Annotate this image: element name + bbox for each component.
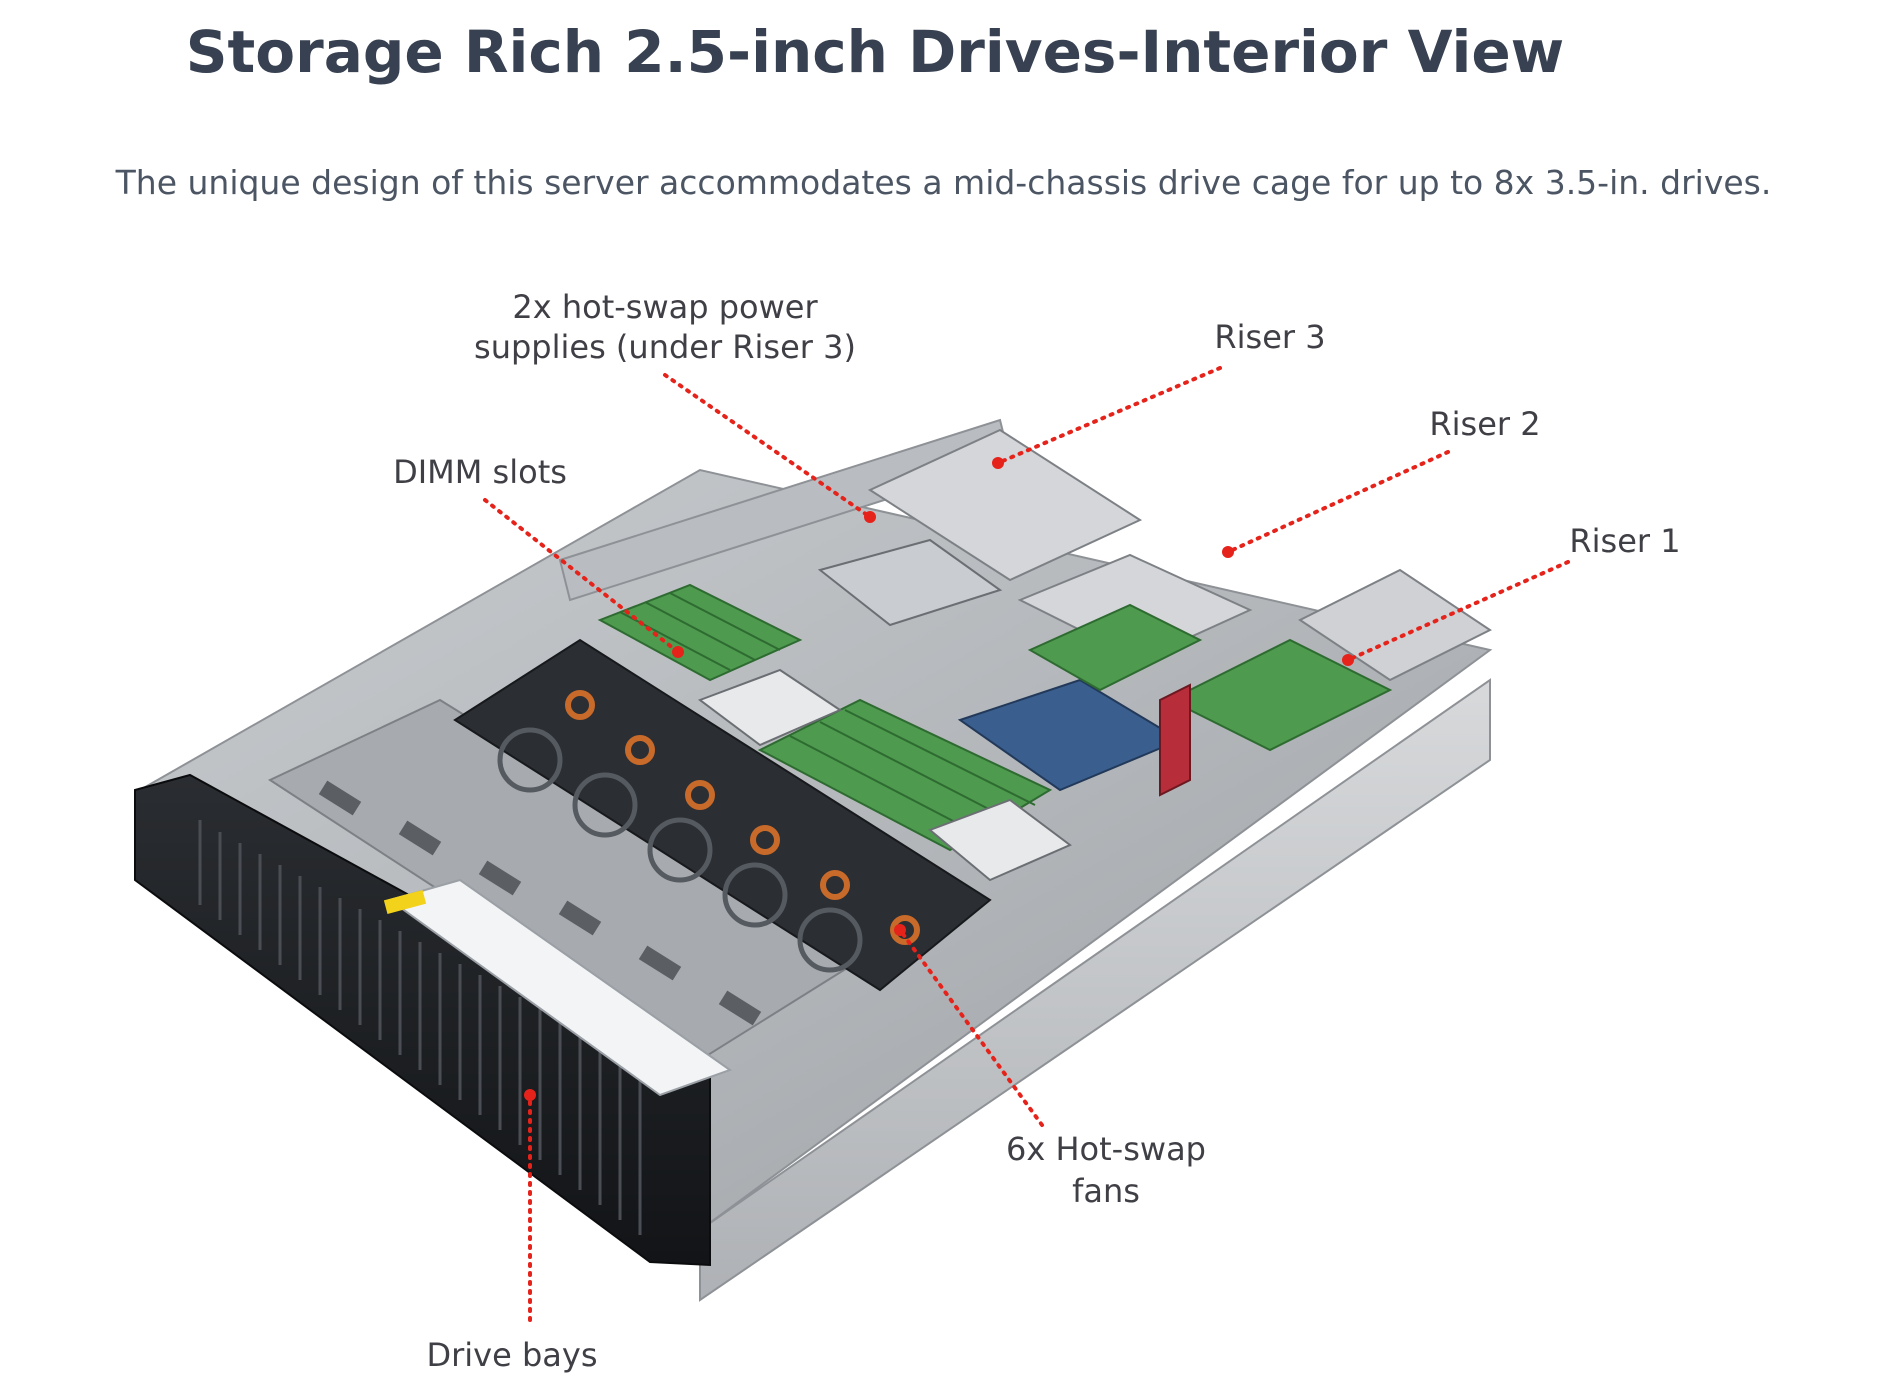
callout-fans-line2: fans <box>1072 1172 1140 1210</box>
rear-io <box>1298 568 1492 682</box>
cpu-heatsink-1 <box>697 668 843 747</box>
callout-dimm: DIMM slots <box>393 453 567 491</box>
dimm-stripes <box>619 592 1036 836</box>
leader-riser3 <box>996 366 1222 465</box>
riser3-cage <box>867 428 1143 582</box>
server-chassis <box>134 418 1493 1302</box>
drive-bay-slots <box>198 820 642 1235</box>
callout-drive-bays: Drive bays <box>426 1336 597 1374</box>
endpoint-riser2 <box>1222 546 1234 558</box>
leader-lines <box>483 366 1570 1322</box>
riser1-card <box>1167 638 1393 752</box>
psu-block <box>817 538 1003 627</box>
endpoint-dimm <box>672 646 684 658</box>
endpoint-power-supplies <box>864 511 876 523</box>
riser2-card <box>1027 603 1203 692</box>
page-title: Storage Rich 2.5-inch Drives-Interior Vi… <box>185 18 1565 86</box>
drive-latches <box>318 780 762 1026</box>
service-label <box>387 878 733 1097</box>
fan-handles <box>565 690 920 945</box>
endpoint-riser3 <box>992 457 1004 469</box>
callout-riser1: Riser 1 <box>1569 522 1680 560</box>
leader-riser1 <box>1346 560 1570 662</box>
fan-rotors <box>497 727 863 973</box>
leader-endpoints <box>524 457 1354 1101</box>
callout-fans-line1: 6x Hot-swap <box>1006 1130 1206 1168</box>
page-subtitle: The unique design of this server accommo… <box>115 163 1772 202</box>
callout-riser2: Riser 2 <box>1429 405 1540 443</box>
callout-power-supplies-line1: 2x hot-swap power <box>512 288 818 326</box>
endpoint-riser1 <box>1342 654 1354 666</box>
chassis-side-wall <box>699 678 1491 1302</box>
riser1-bracket <box>1159 683 1191 797</box>
endpoint-drive-bays <box>524 1089 536 1101</box>
endpoint-fans <box>894 924 906 936</box>
leader-riser2 <box>1226 450 1450 554</box>
fan-wall <box>453 638 992 992</box>
callout-riser3: Riser 3 <box>1214 318 1325 356</box>
leader-power-supplies <box>663 373 872 519</box>
cpu-heatsink-2 <box>928 798 1072 882</box>
leader-fans <box>898 928 1044 1127</box>
callout-power-supplies-line2: supplies (under Riser 3) <box>474 328 856 366</box>
warning-label <box>383 890 427 914</box>
